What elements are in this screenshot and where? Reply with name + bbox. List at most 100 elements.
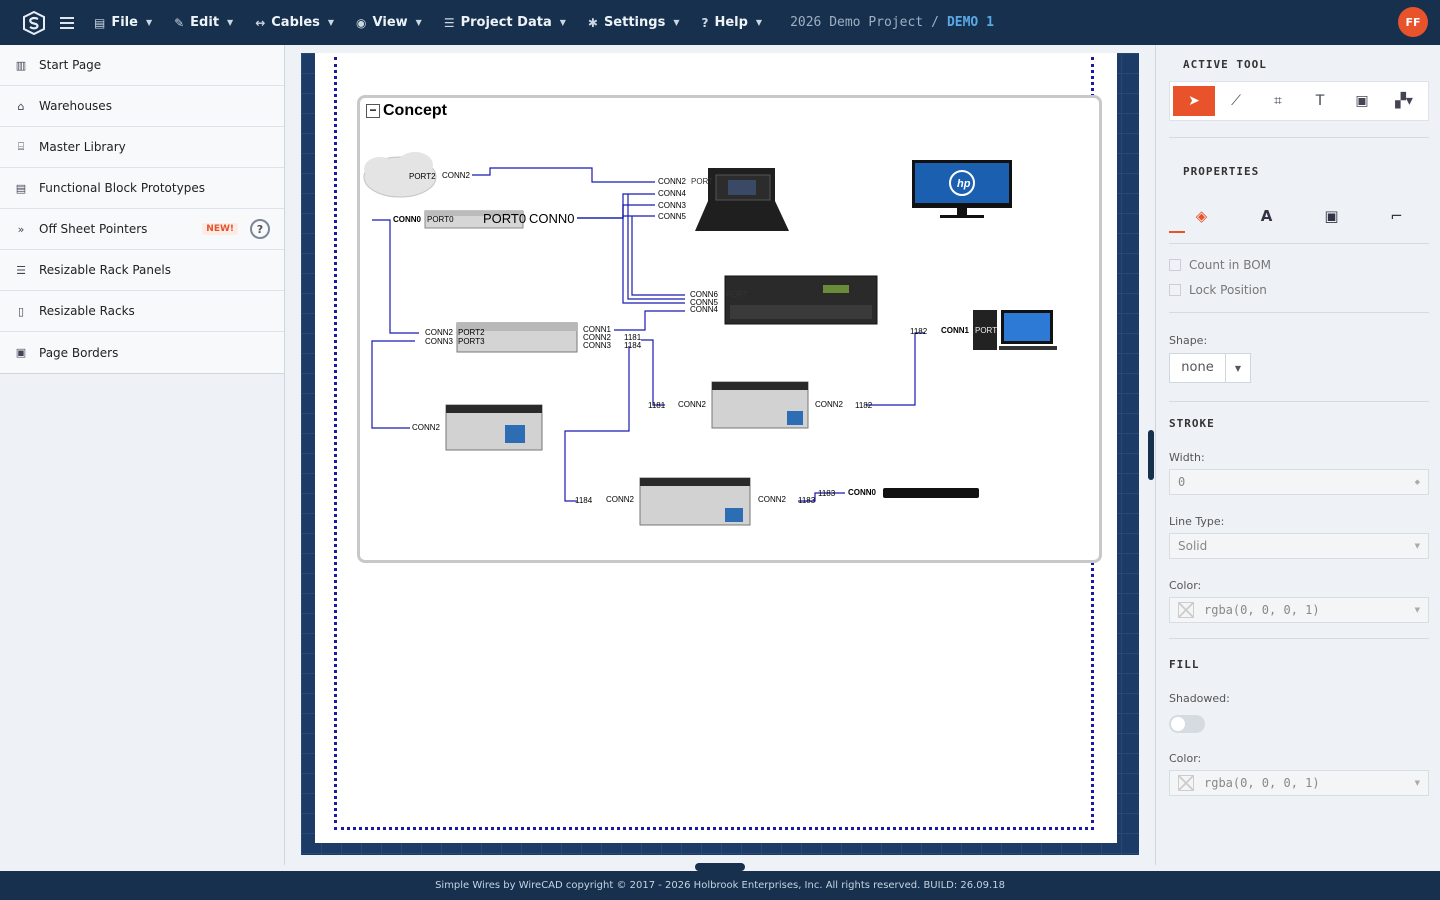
sidebar-item-functional-block-prototypes[interactable]: ▤ Functional Block Prototypes bbox=[0, 168, 284, 209]
divider bbox=[1169, 312, 1429, 313]
rx2-conn2-label: CONN2 bbox=[606, 495, 635, 504]
hp-monitor-device[interactable] bbox=[912, 160, 1012, 218]
cloud-device[interactable] bbox=[363, 152, 437, 198]
sw1-port0-label: PORT0 bbox=[427, 215, 454, 224]
signal-flow-diagram[interactable]: PORT2 CONN2 CONN2 CONN4 CONN3 CONN5 PORT bbox=[315, 53, 1117, 843]
lock-position-checkbox[interactable]: Lock Position bbox=[1169, 283, 1267, 297]
active-tool-title: ACTIVE TOOL bbox=[1183, 58, 1267, 71]
menu-edit[interactable]: ✎Edit▼ bbox=[174, 15, 234, 30]
user-avatar[interactable]: FF bbox=[1398, 7, 1428, 37]
app-logo-icon[interactable] bbox=[22, 10, 46, 35]
sidebar-item-off-sheet-pointers[interactable]: » Off Sheet Pointers NEW! ? bbox=[0, 209, 284, 250]
ctrl-port-label: PORT bbox=[691, 177, 713, 186]
divider bbox=[1169, 401, 1429, 402]
menu-cables[interactable]: ↔Cables▼ bbox=[255, 15, 335, 30]
toggle-knob bbox=[1171, 717, 1185, 731]
help-icon[interactable]: ? bbox=[250, 219, 270, 239]
concept-group-title[interactable]: − Concept bbox=[366, 102, 447, 120]
sidebar-item-resizable-rack-panels[interactable]: ☰ Resizable Rack Panels bbox=[0, 250, 284, 291]
edit-icon: ✎ bbox=[174, 15, 185, 30]
text-tool-icon[interactable]: T bbox=[1315, 93, 1325, 109]
menu-view[interactable]: ◉View▼ bbox=[356, 15, 422, 30]
sidebar-item-page-borders[interactable]: ▣ Page Borders bbox=[15, 345, 119, 360]
checkbox-box[interactable] bbox=[1169, 284, 1181, 296]
menu-file[interactable]: ▤File▼ bbox=[94, 15, 153, 30]
stepper-icon[interactable]: ◆ bbox=[1414, 478, 1420, 486]
rx2-1183-label: 1183 bbox=[798, 496, 816, 505]
count-in-bom-checkbox[interactable]: Count in BOM bbox=[1169, 258, 1271, 272]
mx-conn4-label: CONN4 bbox=[690, 305, 719, 314]
pointer-icon[interactable]: ➤ bbox=[1173, 86, 1215, 116]
shape-select[interactable]: none ▼ bbox=[1169, 353, 1251, 383]
sidebar-item-master-library[interactable]: ⌸ Master Library bbox=[0, 127, 284, 168]
image-props-icon[interactable]: ▣ bbox=[1324, 207, 1339, 225]
desktop-pc-device[interactable] bbox=[973, 310, 1057, 350]
ctrl-conn4-label: CONN4 bbox=[658, 189, 687, 198]
hamburger-menu-icon[interactable] bbox=[60, 16, 74, 29]
menu-settings[interactable]: ✱Settings▼ bbox=[587, 15, 680, 30]
caret-down-icon: ▼ bbox=[1414, 606, 1420, 614]
bottom-panel-handle[interactable] bbox=[695, 863, 745, 871]
node-icon[interactable]: ⌗ bbox=[1274, 93, 1282, 109]
sheet-name[interactable]: DEMO 1 bbox=[946, 15, 994, 30]
color-swatch bbox=[1178, 602, 1194, 618]
media-player-device[interactable] bbox=[883, 488, 979, 498]
warehouse-icon: ⌂ bbox=[17, 99, 25, 113]
sc-port3-label: PORT3 bbox=[458, 337, 485, 346]
shadowed-toggle[interactable] bbox=[1169, 715, 1205, 733]
stroke-width-input[interactable]: 0◆ bbox=[1169, 469, 1429, 495]
breadcrumb: 2026 Demo Project/DEMO 1 bbox=[790, 15, 994, 30]
stroke-color-label: Color: bbox=[1169, 579, 1202, 592]
cables-icon: ↔ bbox=[255, 15, 266, 30]
sidebar-item-warehouses[interactable]: ⌂ Warehouses bbox=[0, 86, 284, 127]
matrix-switcher-device[interactable] bbox=[724, 275, 878, 325]
fill-color-picker[interactable]: rgba(0, 0, 0, 1)▼ bbox=[1169, 770, 1429, 796]
new-badge: NEW! bbox=[202, 223, 238, 235]
eye-icon: ◉ bbox=[356, 15, 367, 30]
switch1-device[interactable] bbox=[424, 210, 524, 229]
collapse-icon[interactable]: − bbox=[366, 104, 380, 118]
property-tabs: ◈ A ▣ ⌐ bbox=[1169, 200, 1429, 232]
question-icon: ? bbox=[701, 15, 709, 30]
properties-title: PROPERTIES bbox=[1183, 165, 1260, 178]
pc-port-label: PORT bbox=[975, 326, 997, 335]
shadowed-label: Shadowed: bbox=[1169, 692, 1230, 705]
image-tool-icon[interactable]: ▣ bbox=[1355, 93, 1369, 109]
checkbox-box[interactable] bbox=[1169, 259, 1181, 271]
font-icon[interactable]: A bbox=[1260, 207, 1273, 225]
canvas-area[interactable]: − Concept bbox=[285, 45, 1155, 871]
caret-down-icon: ▼ bbox=[415, 18, 422, 27]
right-panel-collapse-handle[interactable] bbox=[1148, 430, 1154, 480]
project-name[interactable]: 2026 Demo Project bbox=[790, 15, 924, 30]
menu-project-data[interactable]: ☰Project Data▼ bbox=[443, 15, 566, 30]
receiver2-device[interactable] bbox=[639, 477, 751, 526]
sw1-big-port-label: PORT0 bbox=[483, 211, 526, 226]
top-bar: ▤File▼ ✎Edit▼ ↔Cables▼ ◉View▼ ☰Project D… bbox=[0, 0, 1440, 45]
sidebar-item-start-page[interactable]: ▥ Start Page bbox=[0, 45, 284, 86]
stroke-color-picker[interactable]: rgba(0, 0, 0, 1)▼ bbox=[1169, 597, 1429, 623]
caret-down-icon: ▼ bbox=[559, 18, 566, 27]
sheet[interactable]: − Concept bbox=[315, 53, 1117, 843]
line-type-select[interactable]: Solid▼ bbox=[1169, 533, 1429, 559]
shapes-tool-icon[interactable]: ▞▾ bbox=[1395, 93, 1413, 109]
fill-bucket-icon[interactable]: ◈ bbox=[1195, 207, 1208, 225]
ctrl-conn2-label: CONN2 bbox=[658, 177, 687, 186]
page-border-icon: ▣ bbox=[15, 346, 27, 359]
receiver1-device[interactable] bbox=[711, 381, 809, 429]
double-chevron-icon: » bbox=[17, 222, 25, 236]
sidebar-item-resizable-racks[interactable]: ▯ Resizable Racks bbox=[0, 291, 284, 332]
connector-props-icon[interactable]: ⌐ bbox=[1390, 207, 1403, 225]
color-swatch bbox=[1178, 775, 1194, 791]
transmitter-device[interactable] bbox=[445, 404, 543, 451]
left-sidebar: ▥ Start Page ⌂ Warehouses ⌸ Master Libra… bbox=[0, 45, 291, 865]
mx-conn6-label: CONN6 bbox=[690, 290, 719, 299]
sc-conn1-label: CONN1 bbox=[583, 325, 612, 334]
wire-1181-label: 1181 bbox=[624, 333, 642, 342]
control-panel-device[interactable] bbox=[695, 168, 789, 231]
scaler-device[interactable] bbox=[456, 322, 578, 353]
caret-down-icon: ▼ bbox=[755, 18, 763, 27]
columns-icon: ▥ bbox=[15, 58, 27, 72]
wires[interactable] bbox=[371, 167, 925, 502]
menu-help[interactable]: ?Help▼ bbox=[701, 15, 763, 30]
connect-icon[interactable]: ⟋ bbox=[1231, 93, 1241, 109]
